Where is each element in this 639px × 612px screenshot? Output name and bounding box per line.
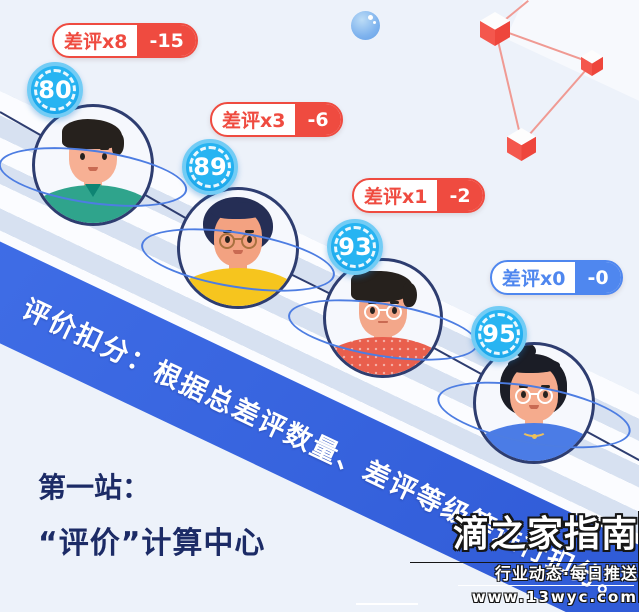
penalty-value: -6 xyxy=(295,104,341,135)
neck xyxy=(374,323,392,341)
watermark-url: www.13wyc.com xyxy=(471,588,638,607)
eyebrow xyxy=(368,301,377,304)
score-badge: 95 xyxy=(471,306,527,362)
score-badge: 93 xyxy=(327,219,383,275)
penalty-badge: 差评x1 -2 xyxy=(352,178,485,213)
mouth xyxy=(233,250,243,255)
hair xyxy=(508,358,560,373)
watermark-divider xyxy=(458,585,634,586)
score-badge: 89 xyxy=(182,139,238,195)
watermark-divider xyxy=(410,562,638,563)
watermark-subtitle: 行业动态·每日推送 xyxy=(494,564,638,584)
courier-avatar xyxy=(32,104,154,226)
watermark-divider xyxy=(356,603,418,605)
glasses xyxy=(515,388,553,404)
penalty-value: -15 xyxy=(137,25,196,56)
eyebrow xyxy=(223,230,232,233)
station-title: 第一站： “评价”计算中心 xyxy=(38,474,265,562)
neck xyxy=(525,409,543,427)
score-value: 89 xyxy=(193,153,227,181)
penalty-label: 差评x1 xyxy=(364,186,428,208)
eyebrow xyxy=(245,230,254,233)
score-badge: 80 xyxy=(27,62,83,118)
station-title-line2: “评价”计算中心 xyxy=(38,526,266,561)
penalty-label: 差评x0 xyxy=(502,268,566,290)
eyebrow xyxy=(519,385,528,388)
eye xyxy=(102,153,107,160)
neck xyxy=(229,254,247,272)
shirt xyxy=(180,268,296,306)
penalty-label: 差评x3 xyxy=(222,110,286,132)
glasses xyxy=(364,304,402,320)
mouth xyxy=(529,405,539,410)
eye xyxy=(80,153,85,160)
penalty-badge: 差评x8 -15 xyxy=(52,23,198,58)
eyebrow xyxy=(390,301,399,304)
penalty-badge: 差评x0 -0 xyxy=(490,260,623,295)
red-cube-icon xyxy=(507,128,536,161)
courier-avatar xyxy=(177,187,299,309)
score-value: 80 xyxy=(38,76,72,104)
red-cube-icon xyxy=(480,12,510,46)
penalty-label: 差评x8 xyxy=(64,31,128,53)
hair xyxy=(351,271,417,307)
sphere-icon xyxy=(351,11,380,40)
hair xyxy=(62,119,124,155)
watermark-title: 滴之家指南 xyxy=(452,514,638,555)
penalty-value: -2 xyxy=(437,180,483,211)
hair xyxy=(211,202,266,219)
courier-avatar xyxy=(473,342,595,464)
watermark: 滴之家指南 行业动态·每日推送 www.13wyc.com xyxy=(356,511,639,607)
red-cube-icon xyxy=(581,50,603,76)
glasses xyxy=(219,233,257,249)
score-value: 95 xyxy=(482,320,516,348)
shirt xyxy=(326,337,440,375)
eyebrow xyxy=(541,385,550,388)
penalty-badge: 差评x3 -6 xyxy=(210,102,343,137)
necklace xyxy=(521,424,547,439)
score-value: 93 xyxy=(338,233,372,261)
courier-avatar xyxy=(323,258,443,378)
face xyxy=(214,210,262,266)
station-title-line1: 第一站： xyxy=(38,471,151,504)
mouth xyxy=(88,167,98,172)
penalty-value: -0 xyxy=(575,262,621,293)
